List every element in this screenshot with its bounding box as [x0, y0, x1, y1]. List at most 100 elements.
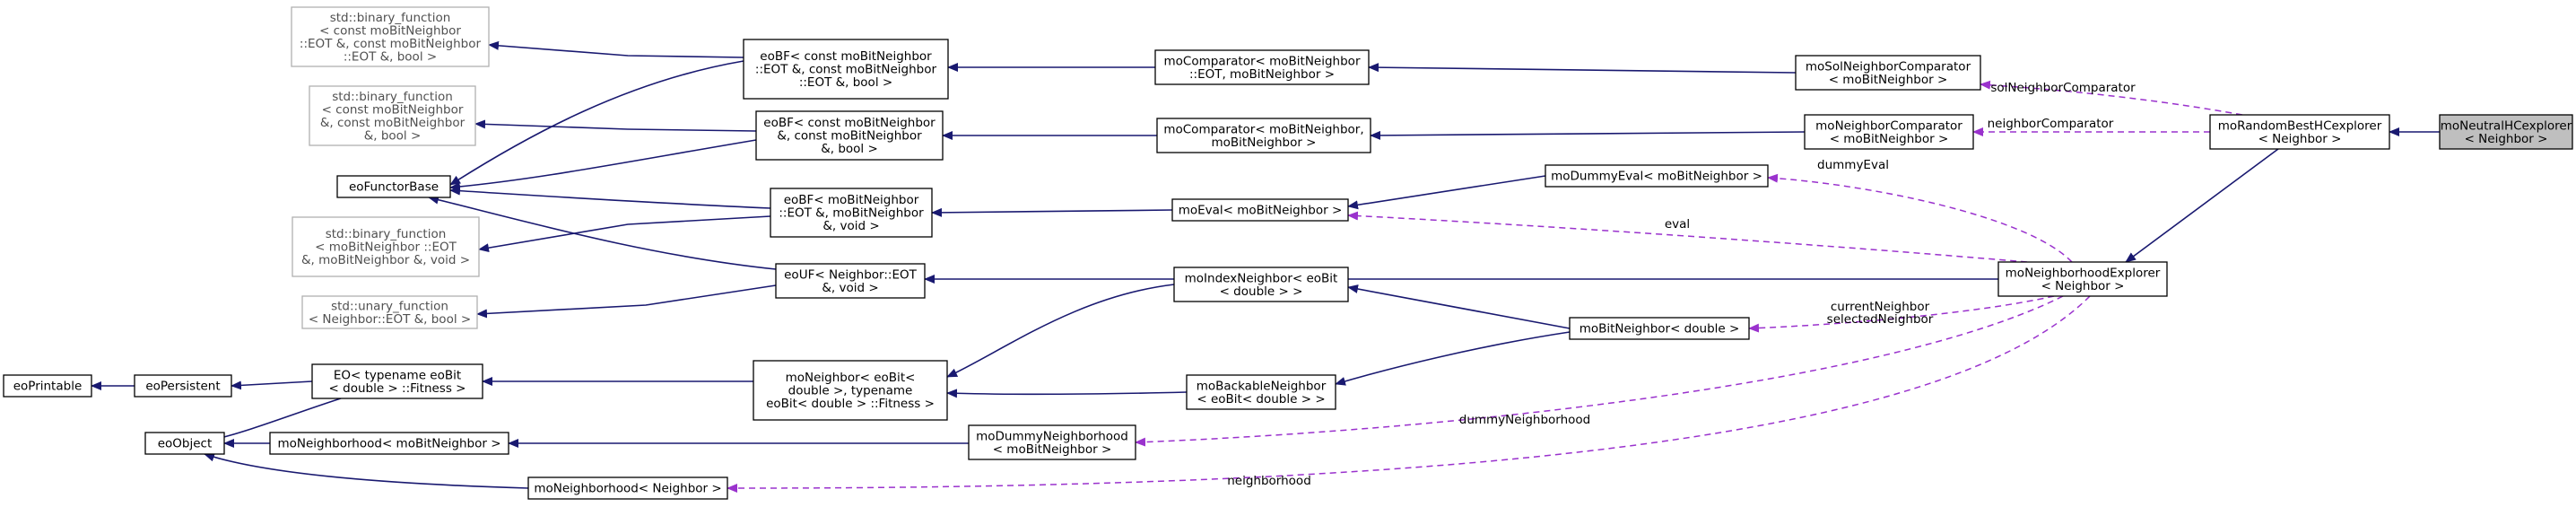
node-binfn2[interactable]: std::binary_function< const moBitNeighbo…: [309, 85, 476, 146]
edge-label-selectedNeighbor: selectedNeighbor: [1827, 312, 1934, 327]
node-box-moNeighborhoodBit[interactable]: [269, 432, 509, 455]
node-label-moEval-line-0: moEval< moBitNeighbor >: [1179, 204, 1343, 218]
node-label-EO-line-0: EO< typename eoBit: [334, 368, 461, 382]
node-label-moIndexNeighbor-line-1: < double > >: [1220, 284, 1303, 299]
node-eoPersistent[interactable]: eoPersistent: [134, 374, 232, 398]
edge-moNeighborhoodN-to-eoObject: [204, 452, 529, 489]
node-label-binfn1-line-0: std::binary_function: [330, 11, 451, 25]
node-box-moDummyNeighborhood[interactable]: [968, 424, 1136, 460]
node-label-moBitNeighbor-line-0: moBitNeighbor< double >: [1580, 322, 1740, 337]
node-box-eoUF[interactable]: [775, 263, 926, 299]
node-eoPrintable[interactable]: eoPrintable: [3, 374, 92, 398]
node-label-eoPrintable-line-0: eoPrintable: [13, 380, 83, 394]
node-box-eoPersistent[interactable]: [134, 374, 232, 398]
edge-moBitNeighbor-to-moBackableNeighbor: [1335, 331, 1571, 386]
edge-eoBF2-to-eoFunctorBase: [449, 139, 757, 191]
node-box-moNeighborhoodN[interactable]: [527, 476, 728, 500]
node-box-eoObject[interactable]: [144, 432, 225, 455]
node-moDummyNeighborhood[interactable]: moDummyNeighborhood< moBitNeighbor >: [968, 424, 1136, 460]
node-label-moNeighborhoodExplorer-line-1: < Neighbor >: [2041, 279, 2125, 293]
node-box-moNeighborComparator[interactable]: [1804, 114, 1974, 150]
node-eoFunctorBase[interactable]: eoFunctorBase: [336, 175, 451, 198]
node-label-eoBF1-line-2: ::EOT &, bool >: [799, 75, 892, 90]
node-label-moRandomBestHCexplorer-line-0: moRandomBestHCexplorer: [2218, 118, 2382, 133]
node-box-EO[interactable]: [311, 363, 483, 399]
node-moNeighborhoodN[interactable]: moNeighborhood< Neighbor >: [527, 476, 728, 500]
node-label-EO-line-1: < double > ::Fitness >: [329, 381, 466, 396]
node-box-binfn1[interactable]: [291, 6, 490, 67]
node-EO[interactable]: EO< typename eoBit< double > ::Fitness >: [311, 363, 483, 399]
node-label-eoObject-line-0: eoObject: [158, 437, 213, 451]
edge-moIndexNeighbor-to-moNeighbor: [946, 284, 1175, 378]
node-box-eoFunctorBase[interactable]: [336, 175, 451, 198]
node-label-binfn3-line-1: < moBitNeighbor ::EOT: [315, 240, 457, 255]
node-label-binfn1-line-3: ::EOT &, bool >: [344, 49, 437, 64]
node-box-moEval[interactable]: [1171, 198, 1349, 222]
node-box-moComparator2[interactable]: [1156, 118, 1371, 153]
node-moBitNeighbor[interactable]: moBitNeighbor< double >: [1569, 317, 1750, 340]
edge-eoUF-to-eoFunctorBase: [428, 195, 777, 270]
node-label-binfn3-line-0: std::binary_function: [326, 227, 447, 241]
node-unaryfn[interactable]: std::unary_function< Neighbor::EOT &, bo…: [301, 295, 478, 329]
node-label-moSolNeighborComparator-line-1: < moBitNeighbor >: [1829, 73, 1948, 87]
edge-label-currentNeighbor: currentNeighbor: [1831, 300, 1930, 314]
node-box-moBitNeighbor[interactable]: [1569, 317, 1750, 340]
node-box-moRandomBestHCexplorer[interactable]: [2209, 114, 2390, 150]
node-eoBF2[interactable]: eoBF< const moBitNeighbor&, const moBitN…: [755, 110, 944, 161]
node-label-binfn3-line-2: &, moBitNeighbor &, void >: [301, 253, 470, 267]
edge-moRandomBestHCexplorer-to-moNeighborhoodExplorer: [2125, 148, 2279, 263]
node-label-binfn2-line-3: &, bool >: [364, 128, 422, 143]
node-box-eoBF1[interactable]: [743, 39, 949, 100]
node-eoUF[interactable]: eoUF< Neighbor::EOT&, void >: [775, 263, 926, 299]
node-binfn3[interactable]: std::binary_function< moBitNeighbor ::EO…: [292, 216, 480, 277]
node-box-moNeutralHCexplorer[interactable]: [2439, 114, 2573, 150]
node-moDummyEval[interactable]: moDummyEval< moBitNeighbor >: [1545, 164, 1769, 188]
node-box-moComparator1[interactable]: [1154, 49, 1370, 85]
node-eoBF3[interactable]: eoBF< moBitNeighbor::EOT &, moBitNeighbo…: [770, 188, 933, 238]
edge-eoBF1-to-binfn1: [488, 40, 744, 58]
edge-moDummyEval-to-moEval: [1347, 175, 1546, 210]
node-label-moNeighborComparator-line-0: moNeighborComparator: [1815, 118, 1962, 133]
node-moRandomBestHCexplorer[interactable]: moRandomBestHCexplorer< Neighbor >: [2209, 114, 2390, 150]
node-binfn1[interactable]: std::binary_function< const moBitNeighbo…: [291, 6, 490, 67]
node-label-moBackableNeighbor-line-0: moBackableNeighbor: [1197, 379, 1327, 393]
node-moSolNeighborComparator[interactable]: moSolNeighborComparator< moBitNeighbor >: [1795, 55, 1981, 91]
node-moNeighborhoodBit[interactable]: moNeighborhood< moBitNeighbor >: [269, 432, 509, 455]
node-box-eoBF3[interactable]: [770, 188, 933, 238]
nodes-layer: std::binary_function< const moBitNeighbo…: [3, 6, 2573, 500]
node-moNeutralHCexplorer[interactable]: moNeutralHCexplorer< Neighbor >: [2439, 114, 2573, 150]
node-box-eoBF2[interactable]: [755, 110, 944, 161]
node-box-moNeighbor[interactable]: [753, 360, 948, 421]
node-moIndexNeighbor[interactable]: moIndexNeighbor< eoBit< double > >: [1173, 267, 1349, 302]
node-box-moIndexNeighbor[interactable]: [1173, 267, 1349, 302]
node-label-moNeighborComparator-line-1: < moBitNeighbor >: [1830, 132, 1949, 146]
node-moBackableNeighbor[interactable]: moBackableNeighbor< eoBit< double > >: [1186, 374, 1336, 410]
edge-label-neighborhood: neighborhood: [1227, 474, 1311, 488]
edge-label-eval: eval: [1665, 217, 1690, 232]
edge-eoBF1-to-eoFunctorBase: [449, 60, 744, 186]
node-eoBF1[interactable]: eoBF< const moBitNeighbor::EOT &, const …: [743, 39, 949, 100]
edge-eoBF3-to-binfn3: [478, 215, 771, 253]
node-moComparator1[interactable]: moComparator< moBitNeighbor::EOT, moBitN…: [1154, 49, 1370, 85]
node-box-moNeighborhoodExplorer[interactable]: [1997, 261, 2168, 297]
node-moNeighborhoodExplorer[interactable]: moNeighborhoodExplorer< Neighbor >: [1997, 261, 2168, 297]
node-moNeighborComparator[interactable]: moNeighborComparator< moBitNeighbor >: [1804, 114, 1974, 150]
edge-moBitNeighbor-to-moIndexNeighbor: [1347, 284, 1571, 329]
node-label-moDummyNeighborhood-line-1: < moBitNeighbor >: [993, 442, 1112, 457]
node-box-moBackableNeighbor[interactable]: [1186, 374, 1336, 410]
node-box-unaryfn[interactable]: [301, 295, 478, 329]
node-label-moComparator1-line-0: moComparator< moBitNeighbor: [1164, 54, 1361, 68]
node-label-moComparator1-line-1: ::EOT, moBitNeighbor >: [1189, 67, 1335, 82]
node-box-moDummyEval[interactable]: [1545, 164, 1769, 188]
node-moComparator2[interactable]: moComparator< moBitNeighbor,moBitNeighbo…: [1156, 118, 1371, 153]
node-eoObject[interactable]: eoObject: [144, 432, 225, 455]
edge-EO-to-eoObject: [213, 398, 342, 442]
node-box-binfn2[interactable]: [309, 85, 476, 146]
node-box-binfn3[interactable]: [292, 216, 480, 277]
node-label-moRandomBestHCexplorer-line-1: < Neighbor >: [2258, 132, 2342, 146]
node-box-moSolNeighborComparator[interactable]: [1795, 55, 1981, 91]
node-moNeighbor[interactable]: moNeighbor< eoBit<double >, typenameeoBi…: [753, 360, 948, 421]
node-moEval[interactable]: moEval< moBitNeighbor >: [1171, 198, 1349, 222]
edge-moBackableNeighbor-to-moNeighbor: [946, 389, 1188, 398]
node-box-eoPrintable[interactable]: [3, 374, 92, 398]
